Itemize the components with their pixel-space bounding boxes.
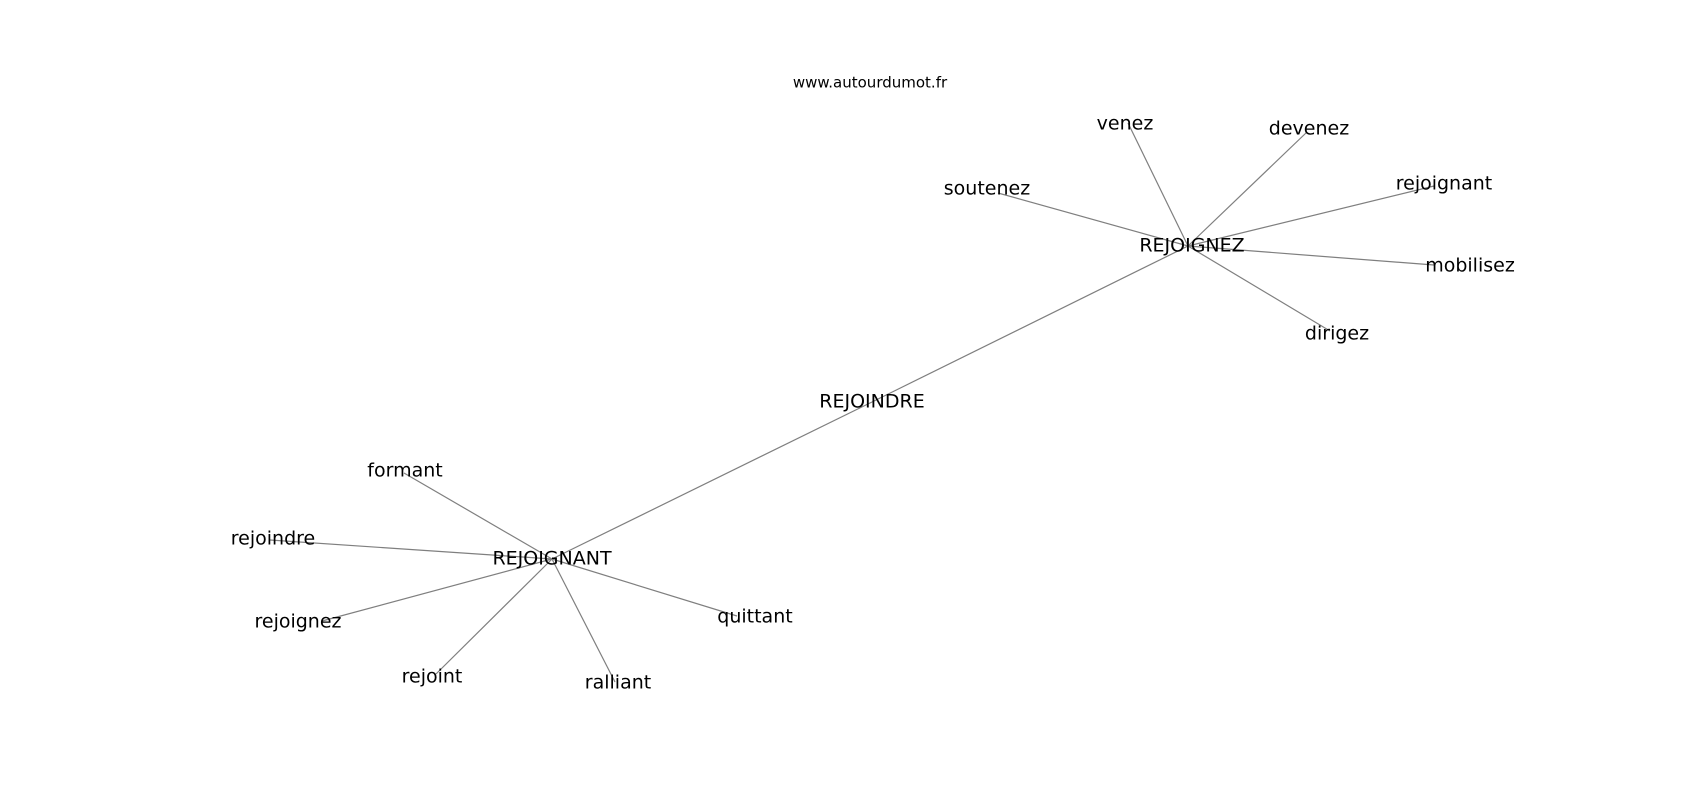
edge-rejoignant-rejoindre (269, 539, 553, 560)
node-dirigez[interactable]: dirigez (1305, 323, 1369, 345)
node-rejoint[interactable]: rejoint (402, 666, 463, 688)
edge-rejoignant-formant (403, 472, 553, 560)
node-devenez[interactable]: devenez (1269, 118, 1349, 140)
node-rejoignez[interactable]: REJOIGNEZ (1139, 235, 1244, 257)
edge-rejoignez-soutenez (997, 192, 1189, 247)
edge-rejoignez-devenez (1187, 131, 1308, 247)
edge-rejoindre-rejoignez (871, 245, 1189, 403)
node-quittant[interactable]: quittant (717, 606, 792, 628)
node-soutenez[interactable]: soutenez (944, 178, 1030, 200)
node-mobilisez[interactable]: mobilisez (1425, 255, 1515, 277)
node-rejoindre[interactable]: REJOINDRE (819, 391, 924, 413)
node-ralliant[interactable]: ralliant (585, 672, 651, 694)
node-formant[interactable]: formant (367, 460, 442, 482)
edge-rejoignant-rejoignez (321, 558, 553, 622)
edge-rejoignez-venez (1127, 122, 1189, 247)
edge-rejoignant-quittant (551, 558, 738, 617)
node-rejoignant[interactable]: REJOIGNANT (492, 548, 612, 570)
source-watermark: www.autourdumot.fr (793, 74, 948, 92)
edge-rejoindre-rejoignant (551, 401, 873, 560)
edge-rejoignez-mobilisez (1187, 245, 1435, 266)
edge-rejoignant-ralliant (551, 558, 616, 683)
edge-rejoignez-rejoignant (1187, 185, 1435, 247)
edge-rejoignant-rejoint (435, 558, 553, 675)
edge-rejoignez-dirigez (1187, 245, 1331, 332)
node-rejoignant[interactable]: rejoignant (1396, 173, 1493, 195)
node-rejoindre[interactable]: rejoindre (231, 528, 315, 550)
edges-layer (269, 122, 1435, 683)
node-venez[interactable]: venez (1097, 113, 1154, 135)
labels-layer: REJOINDRE REJOIGNEZ REJOIGNANT venez devenez… (231, 113, 1515, 694)
node-rejoignez[interactable]: rejoignez (254, 611, 341, 633)
